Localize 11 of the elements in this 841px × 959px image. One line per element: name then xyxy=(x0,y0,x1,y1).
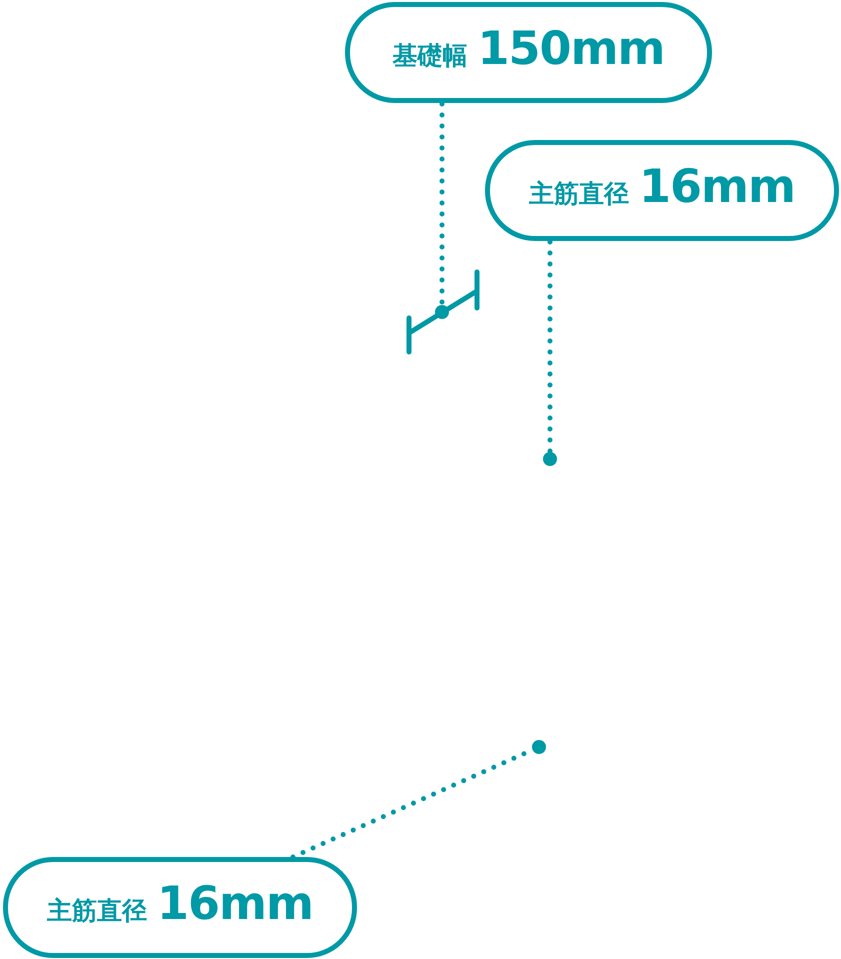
point-dot xyxy=(435,305,449,319)
leader-line xyxy=(440,102,444,308)
dimension-value: 16mm xyxy=(157,876,313,930)
point-dot xyxy=(532,740,546,754)
point-dot xyxy=(543,452,557,466)
callout-label: 主筋直径 xyxy=(529,178,630,210)
leader-line xyxy=(548,240,552,454)
callout-label: 主筋直径 xyxy=(47,895,148,927)
callout-label: 基礎幅 xyxy=(392,40,468,72)
dimension-value: 16mm xyxy=(639,159,795,213)
dimension-value: 150mm xyxy=(478,21,664,75)
